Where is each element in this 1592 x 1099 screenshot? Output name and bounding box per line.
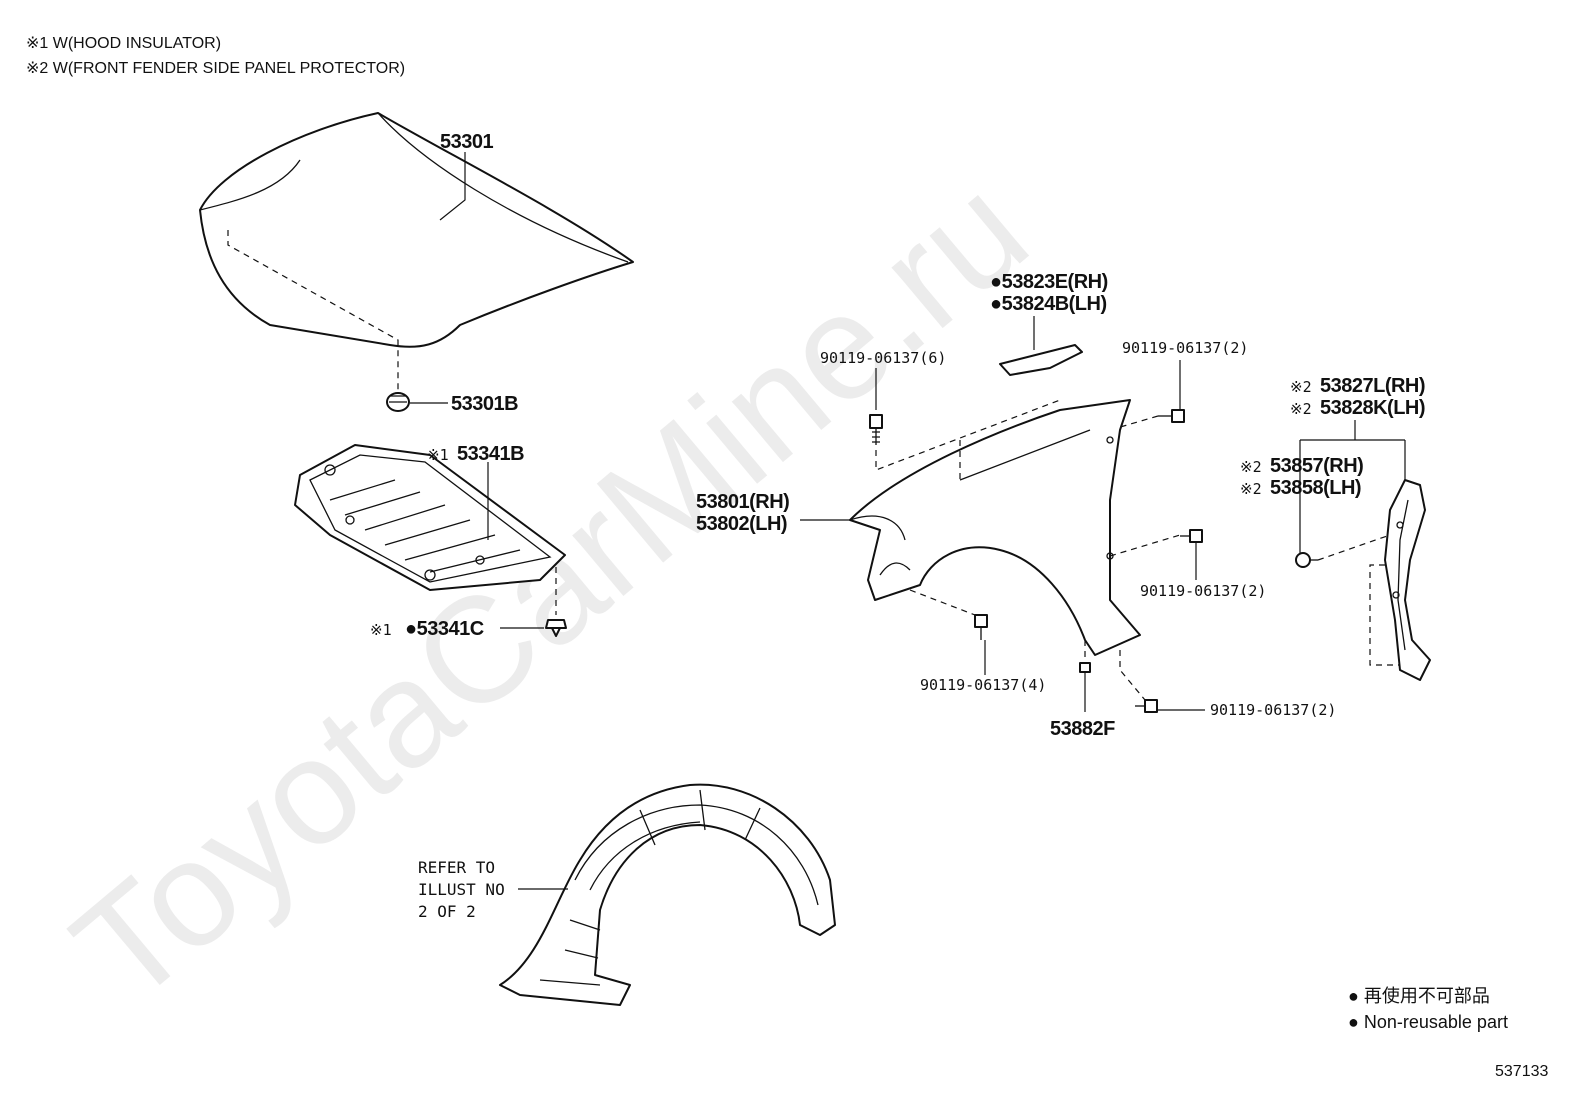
part-seal-rh: ●53823E(RH)	[990, 271, 1108, 293]
note-hood-insulator: ※1 W(HOOD INSULATOR)	[26, 35, 221, 52]
hood-illustration	[199, 112, 634, 395]
legend-non-reusable: ● Non-reusable part	[1348, 1012, 1508, 1032]
side-panel-protector-illustration	[1384, 479, 1431, 681]
part-fender-lh: 53802(LH)	[696, 513, 787, 535]
bolt-top-left-illustration	[869, 414, 883, 445]
part-protector-lh: 53828K(LH)	[1320, 397, 1425, 419]
part-bolt-top-right: 90119-06137(2)	[1122, 339, 1248, 357]
part-clip-rh: 53857(RH)	[1270, 455, 1363, 477]
bolt-bottom-illustration	[1135, 699, 1158, 713]
liner-ref-line2: ILLUST NO	[418, 880, 505, 899]
bolt-mid-right-illustration	[1180, 529, 1203, 543]
part-seal-lh: ●53824B(LH)	[990, 293, 1107, 315]
hood-insulator-illustration	[294, 444, 566, 591]
part-fender-rh: 53801(RH)	[696, 491, 789, 513]
part-bolt-top-left: 90119-06137(6)	[820, 349, 946, 367]
part-bolt-bottom: 90119-06137(2)	[1210, 701, 1336, 719]
part-hood-insulator: 53341B	[457, 443, 524, 465]
clip-note-mark: ※1	[370, 621, 392, 639]
fender-liner-illustration	[499, 783, 836, 1006]
note-fender-protector: ※2 W(FRONT FENDER SIDE PANEL PROTECTOR)	[26, 60, 405, 77]
part-fender-bracket: 53882F	[1050, 718, 1115, 740]
part-clip-lh: 53858(LH)	[1270, 477, 1361, 499]
figure-id: 537133	[1495, 1063, 1548, 1080]
clip-illustration	[1295, 552, 1318, 568]
clip-rh-mark: ※2	[1240, 458, 1262, 476]
liner-ref-line1: REFER TO	[418, 858, 495, 877]
legend-japanese: ● 再使用不可部品	[1348, 986, 1490, 1006]
part-bolt-lower-left: 90119-06137(4)	[920, 676, 1046, 694]
front-fender-illustration	[849, 399, 1141, 656]
hood-cushion-illustration	[386, 392, 410, 412]
bolt-lower-left-illustration	[974, 614, 988, 640]
part-hood: 53301	[440, 131, 493, 153]
clip-lh-mark: ※2	[1240, 480, 1262, 498]
protector-lh-mark: ※2	[1290, 400, 1312, 418]
part-bolt-mid-right: 90119-06137(2)	[1140, 582, 1266, 600]
insulator-clip-illustration	[545, 619, 567, 637]
insulator-mark: ※1	[427, 446, 449, 464]
bolt-top-right-illustration	[1158, 409, 1185, 423]
protector-rh-mark: ※2	[1290, 378, 1312, 396]
part-protector-rh: 53827L(RH)	[1320, 375, 1425, 397]
part-insulator-clip: ●53341C	[405, 618, 484, 640]
part-hood-cushion: 53301B	[451, 393, 518, 415]
liner-ref-line3: 2 OF 2	[418, 902, 476, 921]
